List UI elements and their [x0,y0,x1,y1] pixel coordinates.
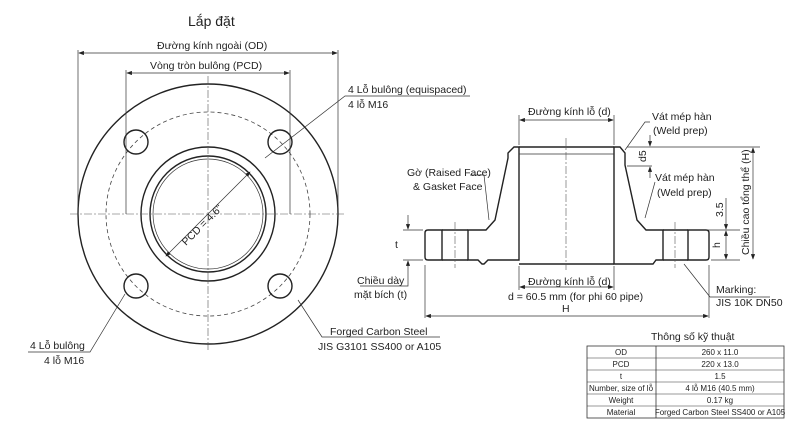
svg-text:d5: d5 [637,150,649,162]
spec-label: PCD [613,360,630,369]
spec-label: t [620,372,623,381]
overall-height-label: Chiều cao tổng thể (H) [740,149,752,255]
section-view: Đường kính lỗ (d) Đường kính lỗ (d) d = … [354,105,783,319]
pcd-label: Vòng tròn bulông (PCD) [150,60,262,72]
front-view: Đường kính ngoài (OD) Vòng tròn bulông (… [28,40,470,367]
spec-value: 1.5 [714,372,726,381]
bolt-hole [123,129,149,155]
flange-section-left [467,146,520,265]
spec-label: OD [615,348,627,357]
thickness-label: Chiều dày [357,275,405,287]
svg-text:JIS 10K DN50: JIS 10K DN50 [716,297,783,309]
weld-prep-label-1: Vát mép hàn [652,111,712,123]
svg-text:3.5: 3.5 [714,202,726,217]
bore-note: d = 60.5 mm (for phi 60 pipe) [508,291,643,303]
spec-value: Forged Carbon Steel SS400 or A105 [655,408,786,417]
spec-value: 0.17 kg [707,396,733,405]
material-label: Forged Carbon Steel [330,326,427,338]
svg-text:mặt bích (t): mặt bích (t) [354,289,407,301]
svg-text:(Weld prep): (Weld prep) [657,187,712,199]
bolt-hole [267,129,293,155]
spec-label: Material [607,408,636,417]
svg-text:4 lỗ M16: 4 lỗ M16 [348,98,388,111]
bolt-holes-label-top: 4 Lỗ bulông (equispaced) [348,83,467,96]
spec-label: Number, size of lỗ [589,384,654,393]
svg-text:& Gasket Face: & Gasket Face [413,181,483,193]
pcd-value: PCD = 4.6" [180,202,226,248]
bore-label-top: Đường kính lỗ (d) [528,105,611,118]
bore-label-bottom: Đường kính lỗ (d) [528,275,611,288]
h-overall-label: H [562,303,570,315]
bolt-hole [267,273,293,299]
weld-prep-label-2: Vát mép hàn [655,172,715,184]
spec-value: 220 x 13.0 [701,360,739,369]
flange-section-right [613,146,664,265]
od-label: Đường kính ngoài (OD) [157,40,267,52]
spec-label: Weight [609,396,635,405]
marking-label: Marking: [716,284,756,296]
svg-text:JIS G3101 SS400 or A105: JIS G3101 SS400 or A105 [318,341,441,353]
svg-text:h: h [711,242,723,248]
spec-value: 260 x 11.0 [702,348,739,357]
drawing-title: Lắp đặt [188,13,235,29]
bolt-hole [123,273,149,299]
bolt-holes-label-bottom: 4 Lỗ bulông [30,339,85,352]
svg-text:t: t [395,239,398,251]
svg-text:4 lỗ M16: 4 lỗ M16 [44,354,84,367]
raised-face-label: Gờ (Raised Face) [407,167,491,179]
spec-table-title: Thông số kỹ thuật [651,331,735,343]
spec-value: 4 lỗ M16 (40.5 mm) [685,384,755,393]
svg-text:(Weld prep): (Weld prep) [653,125,708,137]
